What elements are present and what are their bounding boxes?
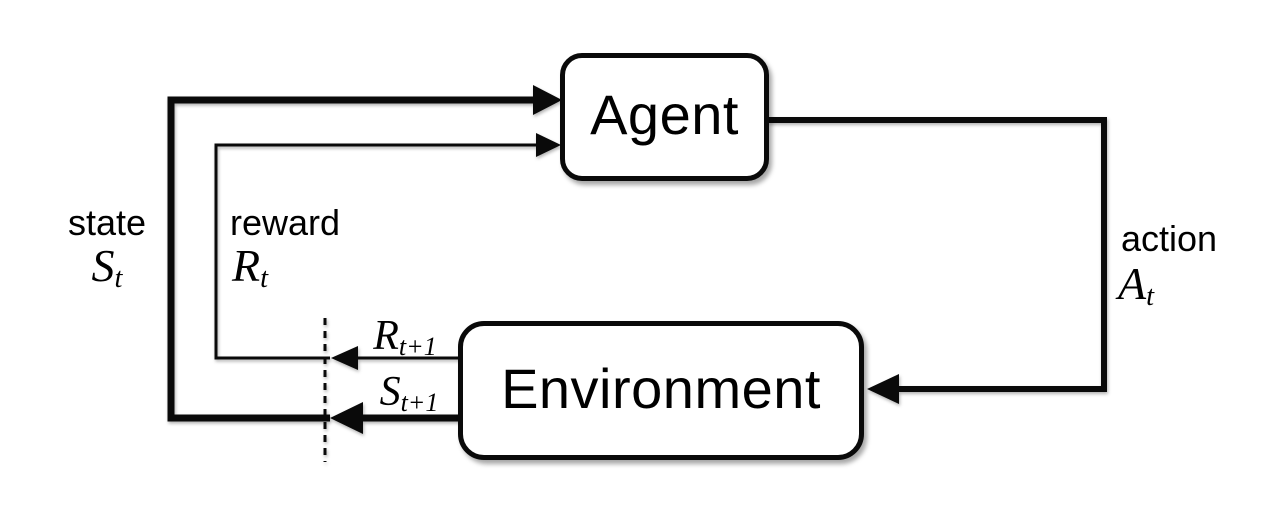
state-arrow-line [167, 96, 540, 422]
state-label: state [67, 202, 147, 243]
agent-node-label: Agent [590, 83, 739, 146]
action-symbol: At [1118, 258, 1155, 313]
state-arrowhead-icon [533, 85, 562, 115]
state-symbol: St [91, 240, 123, 295]
action-arrow-line [768, 117, 1107, 392]
agent-node: Agent [560, 53, 769, 181]
action-label: action [1121, 218, 1218, 259]
reward-symbol: Rt [232, 240, 269, 295]
reward-label: reward [230, 202, 341, 243]
reward-arrowhead-icon [536, 133, 561, 157]
next-state-arrowhead-icon [330, 402, 363, 434]
reward-arrow-line [214, 143, 540, 360]
next-reward-symbol: Rt+1 [373, 313, 437, 361]
environment-node: Environment [458, 321, 864, 460]
next-state-symbol: St+1 [379, 369, 439, 417]
environment-node-label: Environment [501, 356, 821, 420]
next-reward-arrowhead-icon [331, 346, 358, 370]
action-arrowhead-icon [867, 374, 899, 404]
